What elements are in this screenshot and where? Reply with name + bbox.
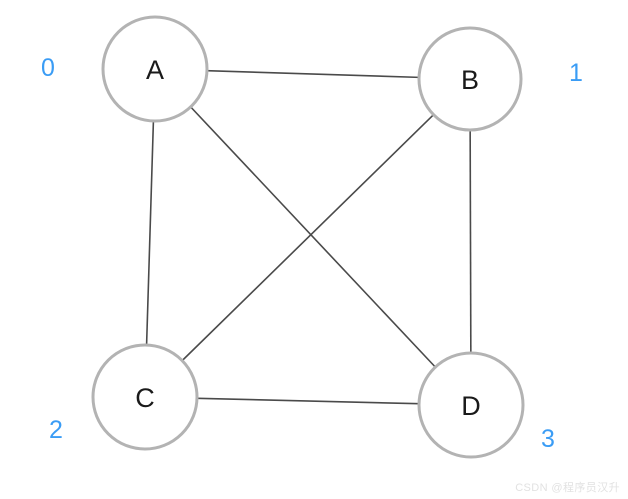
edge-a-b (206, 69, 420, 79)
edge-a-c (145, 120, 155, 346)
index-label-1: 1 (569, 59, 583, 87)
node-circle-c[interactable] (91, 343, 199, 451)
edge-a-d (190, 106, 436, 368)
edge-b-d (469, 129, 472, 354)
node-circle-d[interactable] (417, 351, 525, 459)
edge-c-d (196, 397, 420, 405)
node-d[interactable]: D (417, 351, 525, 459)
node-label-a: A (146, 55, 164, 85)
index-label-0: 0 (41, 54, 55, 82)
node-circle-a[interactable] (101, 15, 209, 123)
node-a[interactable]: A (101, 15, 209, 123)
node-label-c: C (135, 383, 155, 413)
node-b[interactable]: B (417, 26, 523, 132)
nodes-layer: A B C D (91, 15, 525, 459)
node-label-d: D (461, 391, 481, 421)
edge-b-c (181, 114, 435, 362)
index-label-2: 2 (49, 416, 63, 444)
node-circle-b[interactable] (417, 26, 523, 132)
watermark: CSDN @程序员汉升 (515, 482, 620, 494)
node-label-b: B (461, 65, 479, 95)
edges-layer (145, 69, 472, 405)
index-labels-layer: 0 1 2 3 (41, 54, 583, 453)
index-label-3: 3 (541, 425, 555, 453)
node-c[interactable]: C (91, 343, 199, 451)
